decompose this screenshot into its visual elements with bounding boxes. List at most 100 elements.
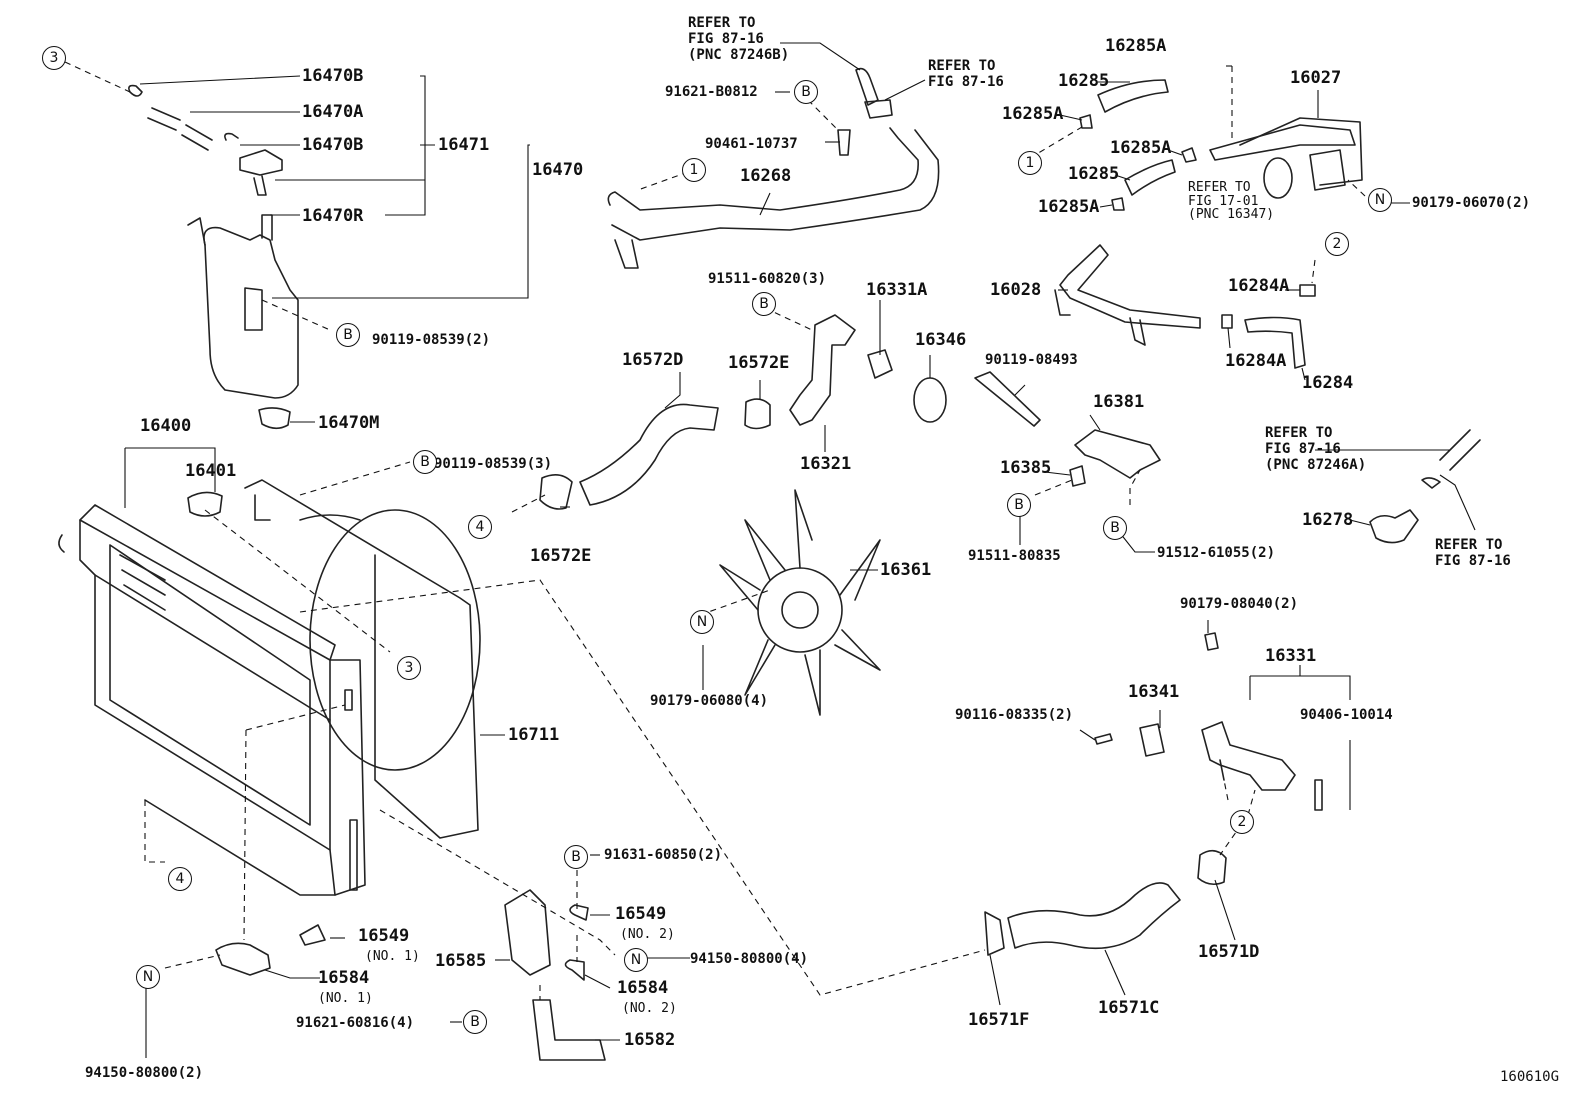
callout-b-clamp: B: [794, 80, 818, 104]
part-16381: 16381: [1093, 392, 1145, 412]
part-91621-B0812: 91621-B0812: [665, 84, 758, 100]
part-90116-08335-2: 90116-08335(2): [955, 707, 1074, 723]
radiator: [58, 504, 366, 896]
part-16571C: 16571C: [1098, 998, 1160, 1018]
cooling-fan: [719, 489, 881, 716]
part-90179-08040-2: 90179-08040(2): [1180, 596, 1299, 612]
callout-3-top: 3: [42, 46, 66, 70]
part-16027: 16027: [1290, 68, 1342, 88]
callout-n-radiator: N: [136, 965, 160, 989]
callout-n-heater: N: [1368, 188, 1392, 212]
callout-b-lower-2: B: [463, 1010, 487, 1034]
water-inlet-gasket: [1094, 723, 1165, 757]
water-pipe-16028: [1054, 244, 1316, 369]
callout-4-hose: 4: [468, 515, 492, 539]
callout-3-radiator: 3: [397, 656, 421, 680]
lower-hose: [984, 849, 1227, 956]
part-91511-60820-3: 91511-60820(3): [708, 271, 827, 287]
part-16285A-b: 16285A: [1002, 104, 1064, 124]
part-16284A-lower: 16284A: [1225, 351, 1287, 371]
callout-b-shroud: B: [413, 450, 437, 474]
callout-b-lower-1: B: [564, 845, 588, 869]
part-91511-80835: 91511-80835: [968, 548, 1061, 564]
part-91512-61055-2: 91512-61055(2): [1157, 545, 1276, 561]
reference-note-87-16-top: REFER TO FIG 87-16: [928, 58, 1004, 91]
part-16331A: 16331A: [866, 280, 928, 300]
part-16470M: 16470M: [318, 413, 380, 433]
reservoir-hose: [128, 84, 283, 196]
dashed-lines: [64, 61, 1366, 1000]
part-16470B-upper: 16470B: [302, 66, 364, 86]
part-16584-no1-note: (NO. 1): [318, 991, 373, 1006]
part-16341: 16341: [1128, 682, 1180, 702]
part-16571F: 16571F: [968, 1010, 1030, 1030]
part-16584-no2-note: (NO. 2): [622, 1001, 677, 1016]
part-16028: 16028: [990, 280, 1042, 300]
part-16711: 16711: [508, 725, 560, 745]
reservoir-cap: [258, 407, 291, 430]
part-16285-lower: 16285: [1068, 164, 1120, 184]
leader-lines: [124, 42, 1476, 1058]
part-90119-08493: 90119-08493: [985, 352, 1078, 368]
part-16571D: 16571D: [1198, 942, 1260, 962]
part-16582: 16582: [624, 1030, 676, 1050]
part-16285-upper: 16285: [1058, 71, 1110, 91]
water-inlet-16331: [1201, 632, 1323, 811]
part-16584-no2: 16584: [617, 978, 669, 998]
heater-fitting-16278: [1369, 429, 1481, 544]
part-16346: 16346: [915, 330, 967, 350]
part-94150-80800-4: 94150-80800(4): [690, 951, 809, 967]
part-16549-no1-note: (NO. 1): [365, 949, 420, 964]
part-94150-80800-2: 94150-80800(2): [85, 1065, 204, 1081]
callout-2-upper: 2: [1325, 232, 1349, 256]
reference-note-17-01: REFER TO FIG 17-01 (PNC 16347): [1188, 180, 1275, 223]
reservoir-tank: [187, 214, 299, 399]
callout-2-lower: 2: [1230, 810, 1254, 834]
figure-code: 160610G: [1500, 1069, 1560, 1085]
part-16401: 16401: [185, 461, 237, 481]
reference-note-87-16-right: REFER TO FIG 87-16: [1435, 537, 1511, 570]
callout-b-bracket-left: B: [1007, 493, 1031, 517]
part-16285A-top: 16285A: [1105, 36, 1167, 56]
part-16549-no1: 16549: [358, 926, 410, 946]
part-16284A-upper: 16284A: [1228, 276, 1290, 296]
part-16584-no1: 16584: [318, 968, 370, 988]
callout-n-bracket: N: [624, 948, 648, 972]
part-16385: 16385: [1000, 458, 1052, 478]
callout-b-reservoir: B: [336, 323, 360, 347]
upper-hose: [539, 398, 771, 510]
callout-1-heater: 1: [1018, 151, 1042, 175]
part-16285A-d: 16285A: [1038, 197, 1100, 217]
part-16321: 16321: [800, 454, 852, 474]
reference-note-87246b: REFER TO FIG 87-16 (PNC 87246B): [688, 15, 790, 64]
part-16585: 16585: [435, 951, 487, 971]
part-16572E-upper: 16572E: [728, 353, 790, 373]
part-16572E-lower: 16572E: [530, 546, 592, 566]
callout-n-fan: N: [690, 610, 714, 634]
part-16331: 16331: [1265, 646, 1317, 666]
part-16470R: 16470R: [302, 206, 364, 226]
lower-brackets: [215, 889, 606, 1061]
fan-shroud: [244, 479, 481, 839]
part-91621-60816-4: 91621-60816(4): [296, 1015, 415, 1031]
part-16285A-c: 16285A: [1110, 138, 1172, 158]
part-16549-no2-note: (NO. 2): [620, 927, 675, 942]
part-16284: 16284: [1302, 373, 1354, 393]
part-91631-60850-2: 91631-60850(2): [604, 847, 723, 863]
part-16268: 16268: [740, 166, 792, 186]
part-16470B-lower: 16470B: [302, 135, 364, 155]
heater-hoses: [1079, 79, 1363, 211]
part-16470: 16470: [532, 160, 584, 180]
part-16470A: 16470A: [302, 102, 364, 122]
part-90179-06080-4: 90179-06080(4): [650, 693, 769, 709]
part-90461-10737: 90461-10737: [705, 136, 798, 152]
part-16471: 16471: [438, 135, 490, 155]
part-90179-06070-2: 90179-06070(2): [1412, 195, 1531, 211]
part-16400: 16400: [140, 416, 192, 436]
callout-b-bracket-right: B: [1103, 516, 1127, 540]
part-16572D: 16572D: [622, 350, 684, 370]
reference-note-87246a: REFER TO FIG 87-16 (PNC 87246A): [1265, 425, 1367, 474]
callout-4-radiator: 4: [168, 867, 192, 891]
callout-1-pipe: 1: [682, 158, 706, 182]
